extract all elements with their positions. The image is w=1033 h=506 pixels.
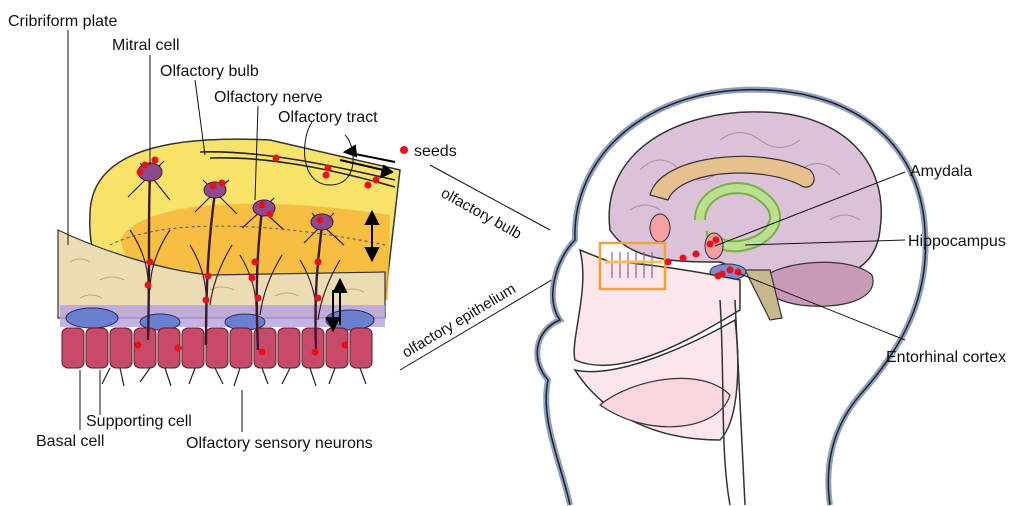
seed-legend-marker (400, 146, 408, 154)
label-entorhinal-cortex: Entorhinal cortex (886, 349, 1006, 366)
label-supporting-cell: Supporting cell (86, 413, 192, 430)
label-basal-cell: Basal cell (36, 433, 104, 450)
amygdala-front (650, 214, 670, 242)
label-olfactory-bulb: Olfactory bulb (160, 63, 259, 80)
label-amydala: Amydala (910, 163, 972, 180)
label-cribriform-plate: Cribriform plate (8, 13, 117, 30)
sensory-cilia (102, 368, 366, 386)
label-olfactory-epithelium-diag: olfactory epithelium (399, 280, 519, 361)
label-mitral-cell: Mitral cell (112, 37, 180, 54)
label-olfactory-nerve: Olfactory nerve (214, 89, 323, 106)
label-olfactory-bulb-diag: olfactory bulb (438, 185, 524, 243)
label-hippocampus: Hippocampus (908, 233, 1006, 250)
label-olfactory-tract: Olfactory tract (278, 109, 378, 126)
olfactory-epithelium-cells (62, 328, 372, 368)
label-olfactory-sensory-neurons: Olfactory sensory neurons (186, 435, 373, 452)
label-seeds: seeds (414, 143, 457, 160)
head-sagittal-view (537, 90, 925, 505)
